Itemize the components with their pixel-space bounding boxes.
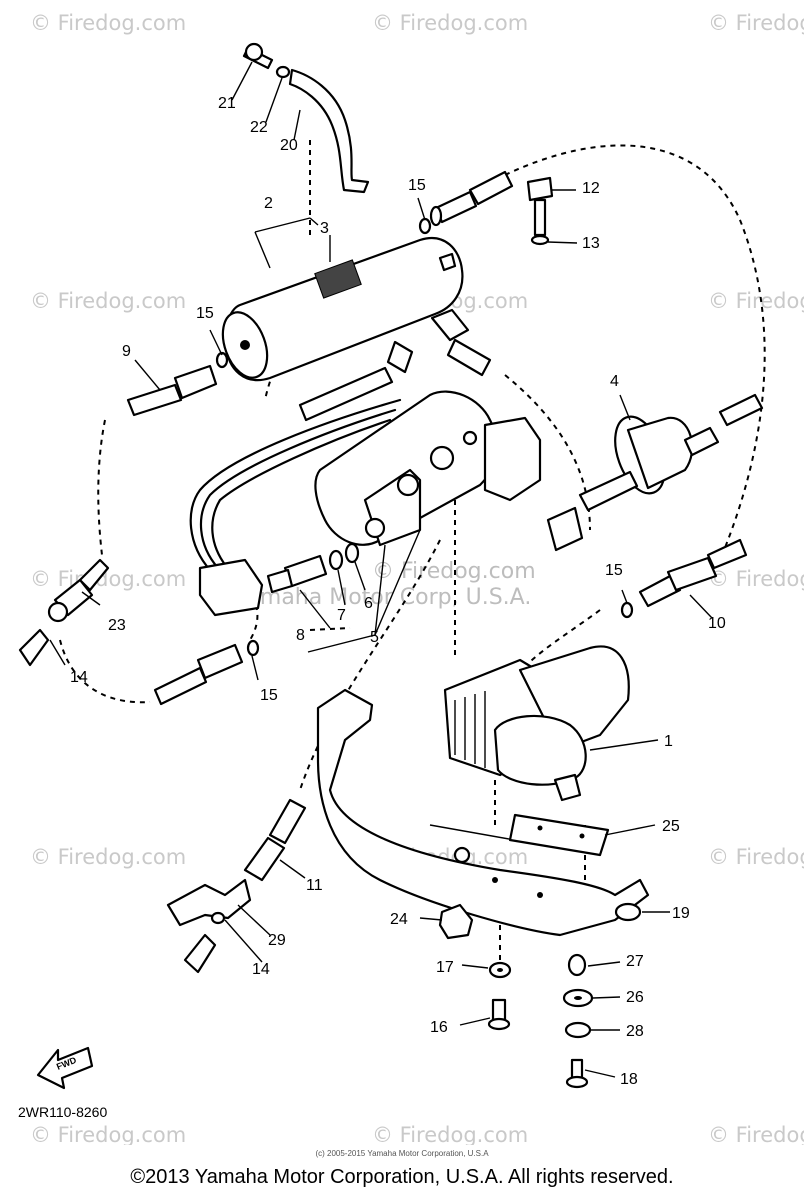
filter-part-4 [546, 393, 764, 552]
callout-24: 24 [390, 911, 408, 928]
callout-15-right: 15 [605, 562, 623, 579]
callout-9: 9 [122, 343, 131, 360]
forward-arrow: FWD [36, 1046, 94, 1090]
watermark-text: © Firedog.com [372, 1123, 528, 1145]
clamp-assembly [242, 42, 370, 194]
bracket-part-19 [316, 688, 650, 937]
callout-14-left: 14 [70, 669, 88, 686]
callout-1: 1 [664, 733, 673, 750]
watermark-text: © Firedog.com [30, 11, 186, 35]
callout-5: 5 [370, 629, 379, 646]
small-hardware [438, 903, 594, 1089]
watermark-text: © Firedog.com [30, 845, 186, 869]
watermark-text: © Firedog.com [708, 1123, 804, 1145]
watermark-text: © Firedog.com [708, 289, 804, 313]
diagram-code: 2WR110-8260 [18, 1104, 108, 1120]
callout-23: 23 [108, 617, 126, 634]
callout-21: 21 [218, 95, 236, 112]
watermark-text: © Firedog.com [708, 845, 804, 869]
callout-4: 4 [610, 373, 619, 390]
callout-15-top: 15 [408, 177, 426, 194]
callout-2: 2 [264, 195, 273, 212]
valve-body-assembly [189, 390, 542, 617]
fitting-10 [620, 538, 748, 619]
callout-26: 26 [626, 989, 644, 1006]
leader-lines [49, 61, 713, 1078]
upper-fittings [298, 170, 554, 422]
lower-left-fittings [166, 798, 307, 974]
callout-15-bottom: 15 [260, 687, 278, 704]
callout-29: 29 [268, 932, 286, 949]
callout-8: 8 [296, 627, 305, 644]
callout-3: 3 [320, 220, 329, 237]
fittings-6-7-8 [266, 542, 360, 594]
watermark-text: © Firedog.com [708, 11, 804, 35]
canister-part-2 [221, 237, 464, 382]
callout-22: 22 [250, 119, 268, 136]
callout-17: 17 [436, 959, 454, 976]
watermark-text: © Firedog.com [30, 567, 186, 591]
callout-20: 20 [280, 137, 298, 154]
watermark-text: © Firedog.com [30, 1123, 186, 1145]
footer-copyright: ©2013 Yamaha Motor Corporation, U.S.A. A… [130, 1166, 674, 1188]
watermark-text: © Firedog.com [372, 11, 528, 35]
callout-19: 19 [672, 905, 690, 922]
callout-16: 16 [430, 1019, 448, 1036]
callout-10: 10 [708, 615, 726, 632]
callout-27: 27 [626, 953, 644, 970]
exploded-parts-diagram: © Firedog.com © Firedog.com © Firedog.co… [18, 11, 804, 1145]
watermark-center: © Firedog.com [372, 559, 536, 584]
callout-12: 12 [582, 180, 600, 197]
callout-6: 6 [364, 595, 373, 612]
small-copyright: (c) 2005-2015 Yamaha Motor Corporation, … [315, 1149, 489, 1158]
callout-numbers: 21 22 20 2 3 15 12 13 15 9 4 15 10 23 14… [70, 95, 726, 1088]
callout-18: 18 [620, 1071, 638, 1088]
callout-28: 28 [626, 1023, 644, 1040]
callout-7: 7 [337, 607, 346, 624]
watermark-text: © Firedog.com [30, 289, 186, 313]
left-fittings [18, 351, 260, 706]
motor-part-1 [443, 645, 630, 802]
callout-11: 11 [306, 877, 323, 894]
callout-13: 13 [582, 235, 600, 252]
watermark-text: © Firedog.com [708, 567, 804, 591]
callout-15-left: 15 [196, 305, 214, 322]
callout-25: 25 [662, 818, 680, 835]
callout-14-bottom: 14 [252, 961, 270, 978]
